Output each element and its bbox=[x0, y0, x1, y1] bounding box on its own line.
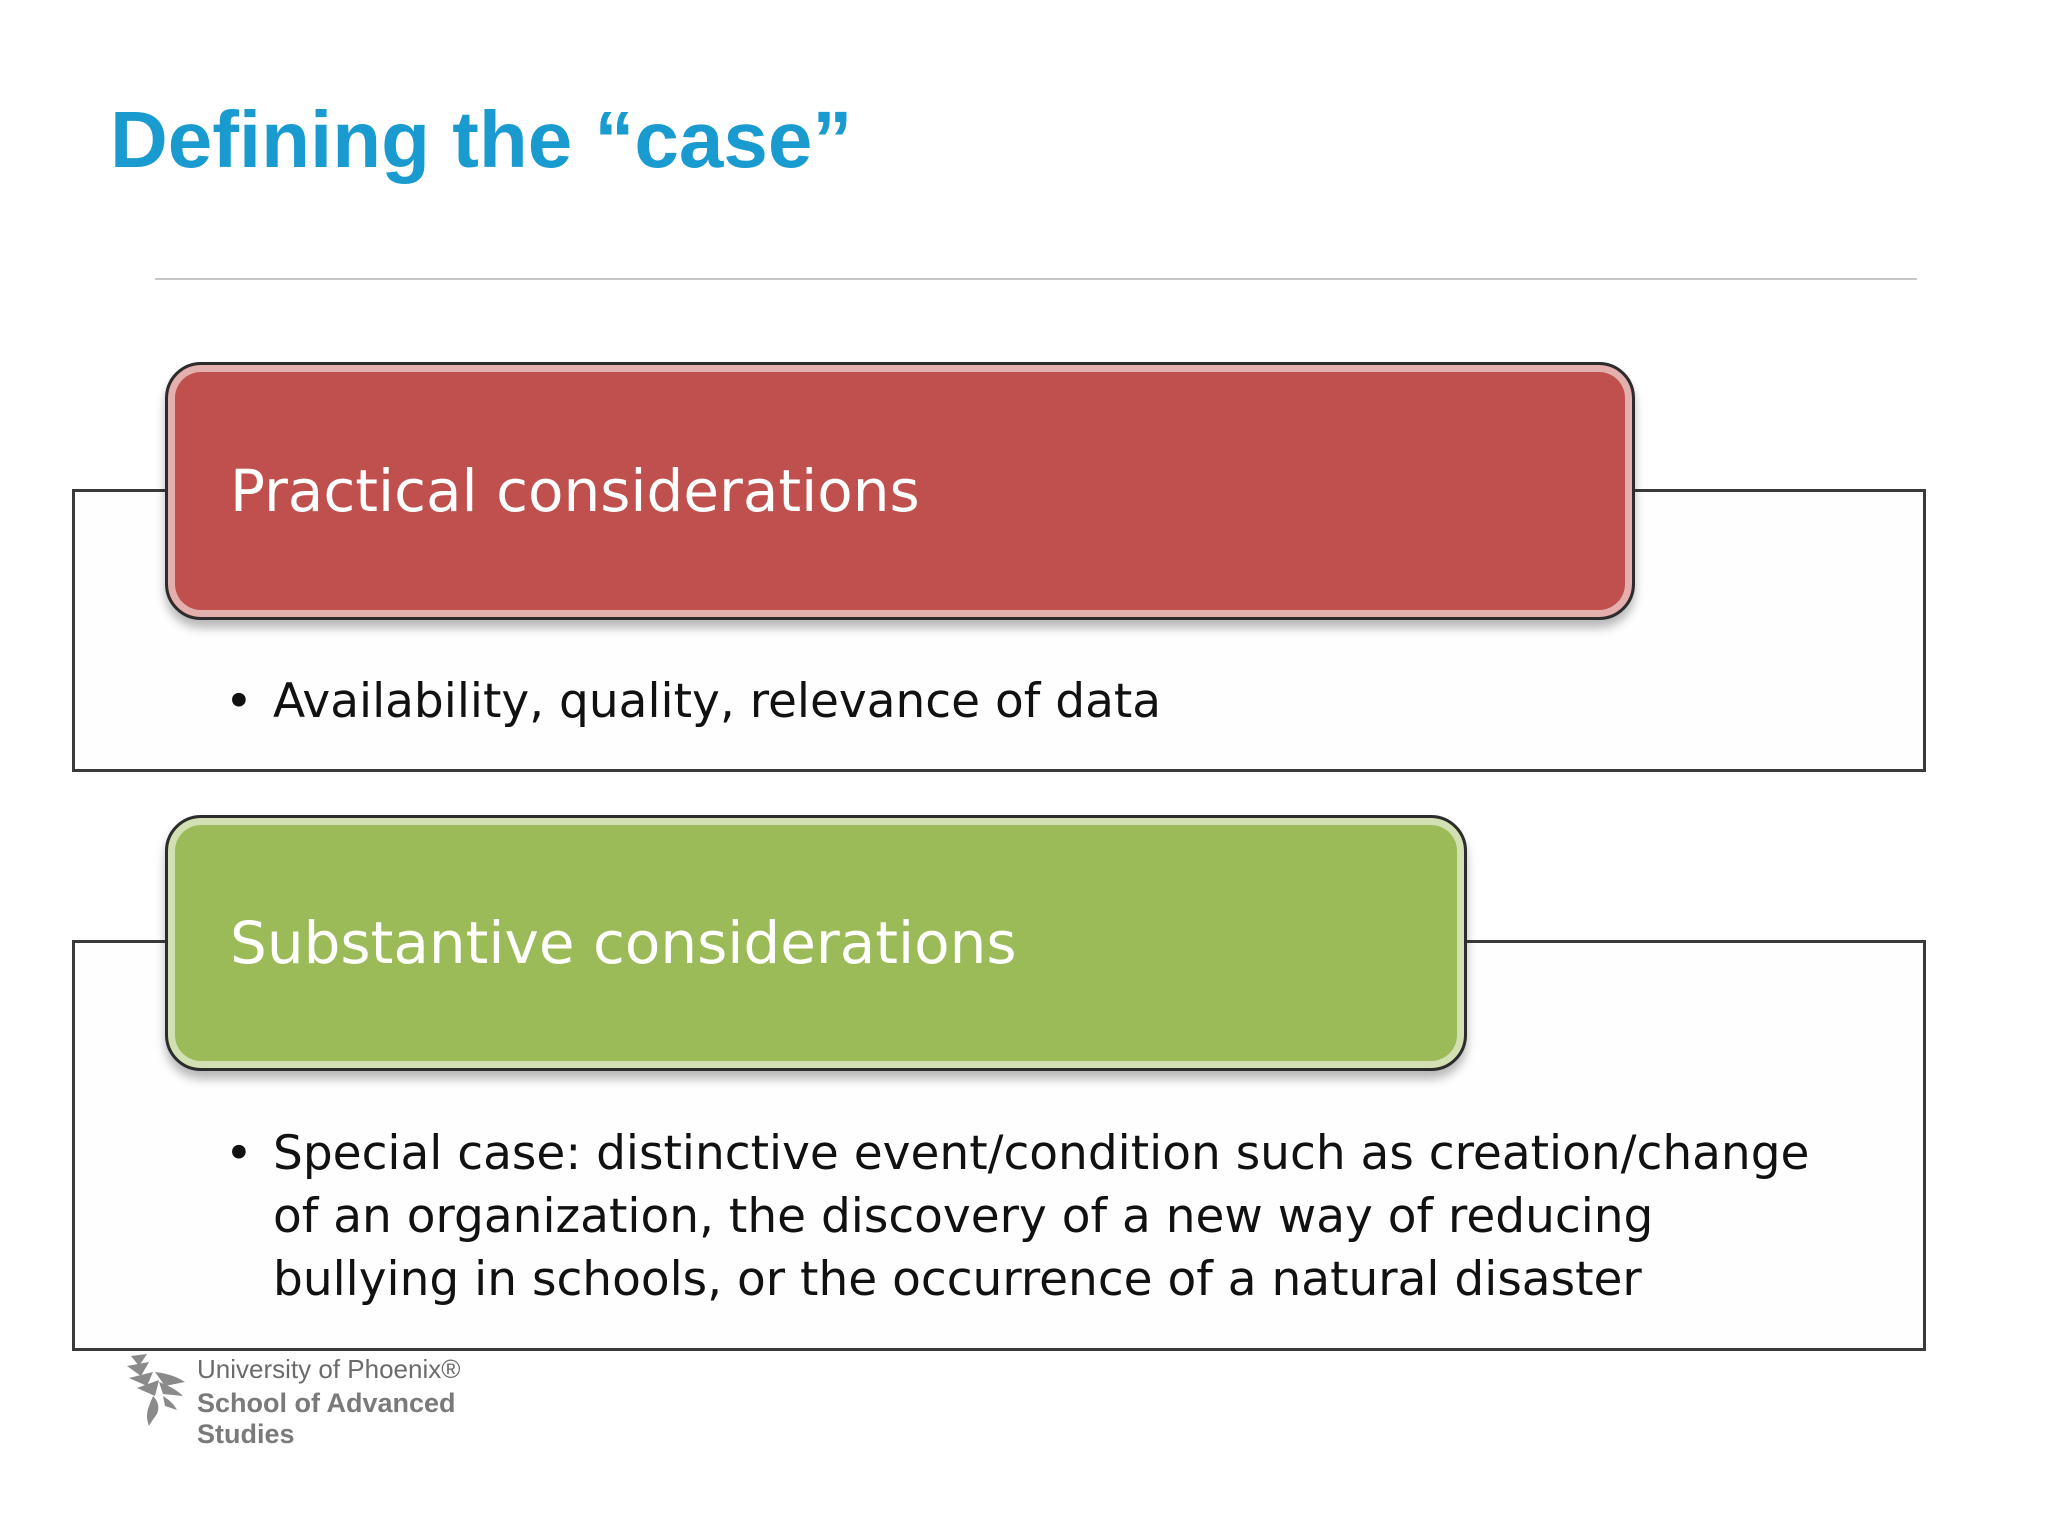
slide-title: Defining the “case” bbox=[110, 95, 853, 184]
university-name: University of Phoenix® bbox=[197, 1354, 461, 1384]
bullet-text: Special case: distinctive event/conditio… bbox=[273, 1126, 1810, 1307]
school-name-line2: Studies bbox=[197, 1419, 295, 1449]
phoenix-icon bbox=[127, 1354, 185, 1426]
section-substantive-header: Substantive considerations bbox=[165, 815, 1467, 1071]
school-name-line1: School of Advanced bbox=[197, 1388, 456, 1418]
section-substantive-heading: Substantive considerations bbox=[230, 909, 1017, 977]
bullet-text: Availability, quality, relevance of data bbox=[273, 674, 1162, 729]
bullet-marker: • bbox=[225, 674, 253, 729]
university-logo: University of Phoenix® School of Advance… bbox=[125, 1352, 485, 1482]
title-divider bbox=[155, 278, 1917, 280]
bullet-item: • Special case: distinctive event/condit… bbox=[225, 1122, 1853, 1311]
bullet-marker: • bbox=[225, 1126, 253, 1181]
bullet-item: • Availability, quality, relevance of da… bbox=[225, 670, 1161, 733]
section-practical-heading: Practical considerations bbox=[230, 457, 920, 525]
section-practical-header: Practical considerations bbox=[165, 362, 1635, 620]
